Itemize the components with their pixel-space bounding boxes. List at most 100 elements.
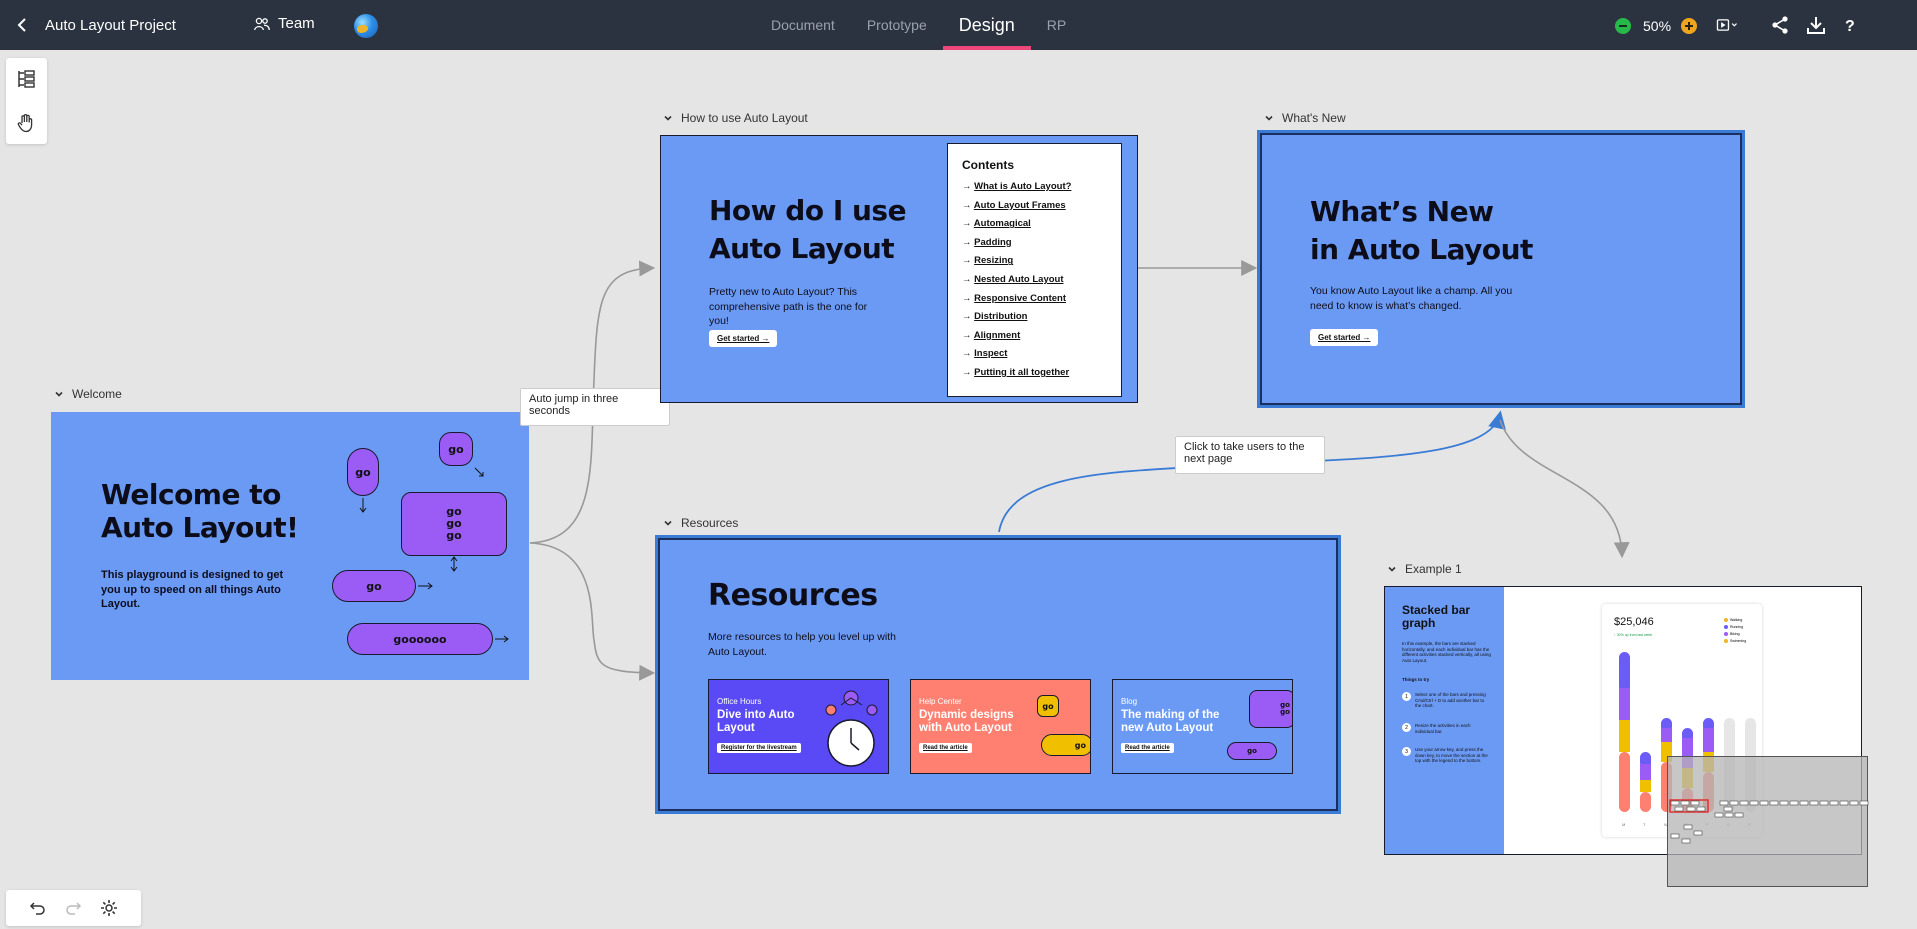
frame-whats-new[interactable]: What’s New in Auto Layout You know Auto … [1257, 130, 1745, 408]
frame-label-text: How to use Auto Layout [681, 111, 808, 125]
go-text: go [446, 505, 462, 518]
resource-card-office-hours[interactable]: Office Hours Dive into Auto Layout Regis… [708, 679, 889, 774]
contents-link[interactable]: Inspect [974, 348, 1008, 360]
layers-icon[interactable] [15, 68, 37, 90]
zoom-out-icon[interactable] [1615, 18, 1631, 34]
svg-text:?: ? [1845, 18, 1855, 35]
resource-card-help-center[interactable]: Help Center Dynamic designs with Auto La… [910, 679, 1091, 774]
resources-body: More resources to help you level up with… [708, 631, 896, 658]
tab-design[interactable]: Design [942, 0, 1031, 50]
frame-label-welcome[interactable]: Welcome [54, 387, 122, 401]
frame-welcome[interactable]: Welcome to Auto Layout! This playground … [51, 412, 529, 680]
frame-label-text: Resources [681, 516, 739, 530]
contents-link[interactable]: Automagical [973, 218, 1031, 230]
card-kicker: Blog [1121, 697, 1138, 706]
top-bar: Auto Layout Project Team Document Protot… [0, 0, 1917, 50]
contents-item[interactable]: → Alignment [962, 329, 1021, 341]
settings-icon[interactable] [99, 898, 119, 918]
contents-item[interactable]: → Putting it all together [962, 366, 1070, 378]
day-label: T [1643, 822, 1646, 827]
chart-amount: $25,046 [1614, 616, 1654, 628]
present-icon[interactable] [1716, 14, 1738, 36]
go-text: go [446, 517, 462, 530]
contents-title: Contents [962, 158, 1014, 172]
example1-sidebar[interactable] [1384, 587, 1504, 854]
undo-icon[interactable] [28, 898, 48, 918]
chart-change: ↑ 30% up from last week [1614, 633, 1653, 637]
card-kicker: Office Hours [717, 697, 762, 706]
contents-item[interactable]: → Resizing [962, 255, 1014, 267]
team-button[interactable]: Team [254, 15, 315, 32]
step-text: Resize the activities in each individual… [1415, 723, 1471, 734]
go-pill[interactable]: go [439, 432, 473, 466]
go-pill[interactable]: go [347, 448, 379, 496]
contents-link[interactable]: Responsive Content [974, 292, 1066, 304]
legend-label: Walking [1730, 617, 1743, 622]
go-text: go [1280, 701, 1290, 709]
go-pill: go [1041, 734, 1090, 756]
steps-list: 1 Select one of the bars and pressing Cm… [1402, 692, 1497, 764]
go-pill[interactable]: go [332, 570, 416, 602]
go-pill-stack[interactable]: go go go [401, 492, 507, 556]
welcome-title: Welcome to Auto Layout! [101, 478, 299, 544]
note-auto-jump[interactable]: Auto jump in three seconds [520, 388, 670, 426]
contents-item[interactable]: → Automagical [962, 218, 1031, 230]
go-pill-stack: go go [1249, 690, 1292, 728]
contents-item[interactable]: → Padding [962, 236, 1012, 248]
mode-tabs: Document Prototype Design RP [755, 0, 1082, 50]
globe-avatar[interactable] [354, 14, 378, 38]
card-button[interactable]: Register for the livestream [717, 743, 801, 753]
frame-label-whats-new[interactable]: What's New [1264, 111, 1346, 125]
contents-link[interactable]: Putting it all together [974, 366, 1070, 378]
tab-rp[interactable]: RP [1046, 17, 1067, 33]
help-icon[interactable]: ? [1839, 14, 1861, 36]
contents-item[interactable]: → Nested Auto Layout [962, 273, 1064, 285]
how-to-title: How do I use Auto Layout [709, 192, 907, 268]
frame-example1 [1384, 586, 1862, 855]
go-pill-wide[interactable]: goooooo [347, 623, 493, 655]
go-text: go [1280, 708, 1290, 716]
contents-item[interactable]: → Responsive Content [962, 292, 1066, 304]
contents-item[interactable]: → Auto Layout Frames [962, 199, 1066, 211]
contents-link[interactable]: Auto Layout Frames [973, 199, 1066, 211]
step-item: 2 Resize the activities in each individu… [1402, 723, 1497, 747]
contents-link[interactable]: Alignment [973, 329, 1021, 341]
redo-icon[interactable] [63, 898, 83, 918]
legend-item: Swimming [1724, 637, 1746, 644]
contents-list: → What is Auto Layout? → Auto Layout Fra… [962, 181, 1071, 386]
tab-prototype[interactable]: Prototype [866, 17, 927, 33]
zoom-level[interactable]: 50% [1643, 18, 1672, 34]
contents-link[interactable]: Resizing [974, 255, 1014, 267]
chevron-down-icon [1388, 566, 1396, 572]
welcome-body: This playground is designed to get you u… [101, 569, 284, 610]
contents-link[interactable]: Padding [974, 236, 1012, 248]
hand-tool-icon[interactable] [15, 112, 37, 134]
card-button[interactable]: Read the article [1121, 743, 1174, 753]
go-pill: go [1037, 695, 1059, 717]
contents-link[interactable]: Distribution [974, 311, 1028, 323]
contents-item[interactable]: → Distribution [962, 311, 1028, 323]
resource-card-blog[interactable]: Blog The making of the new Auto Layout R… [1112, 679, 1293, 774]
card-button[interactable]: Read the article [919, 743, 972, 753]
frame-label-how-to[interactable]: How to use Auto Layout [663, 111, 808, 125]
share-icon[interactable] [1769, 14, 1791, 36]
welcome-title-line2: Auto Layout! [101, 511, 299, 544]
contents-item[interactable]: → What is Auto Layout? [962, 181, 1072, 192]
get-started-button[interactable]: Get started → [709, 330, 778, 347]
contents-panel: Contents → What is Auto Layout? → Auto L… [947, 143, 1122, 397]
back-icon[interactable] [10, 13, 34, 37]
zoom-in-icon[interactable] [1681, 18, 1697, 34]
tab-document[interactable]: Document [771, 17, 835, 33]
download-icon[interactable] [1805, 14, 1827, 36]
contents-item[interactable]: → Inspect [962, 348, 1008, 360]
minimap[interactable] [1667, 756, 1869, 887]
note-click-to-take[interactable]: Click to take users to the next page [1175, 436, 1325, 474]
frame-resources[interactable]: Resources More resources to help you lev… [655, 535, 1341, 814]
frame-label-resources[interactable]: Resources [663, 516, 738, 530]
project-title[interactable]: Auto Layout Project [45, 17, 176, 34]
contents-link[interactable]: Nested Auto Layout [974, 273, 1064, 285]
frame-label-example1[interactable]: Example 1 [1387, 562, 1462, 576]
get-started-button[interactable]: Get started → [1310, 329, 1379, 346]
legend-label: Running [1730, 624, 1744, 629]
contents-link[interactable]: What is Auto Layout? [974, 181, 1072, 192]
